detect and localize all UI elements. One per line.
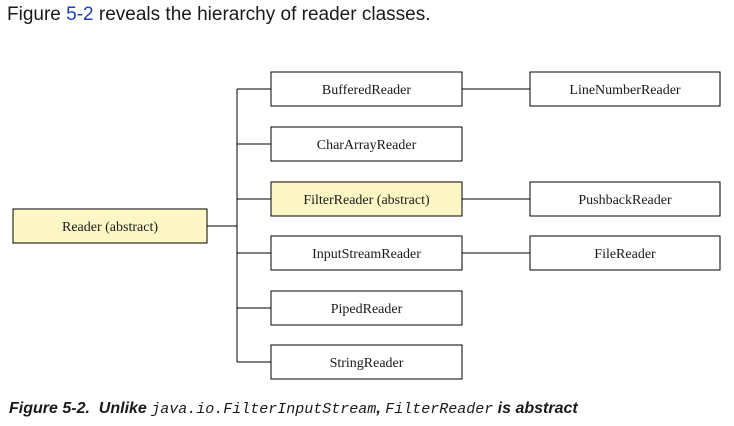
- node-box: [12, 208, 208, 244]
- node-chararrayreader: CharArrayReader: [270, 126, 463, 162]
- node-label: StringReader: [330, 356, 404, 371]
- node-label: FileReader: [594, 247, 656, 262]
- node-linenumberreader: LineNumberReader: [529, 71, 721, 107]
- intro-text-after: reveals the hierarchy of reader classes.: [93, 4, 431, 25]
- caption-text-3: is abstract: [493, 400, 578, 417]
- node-box: [529, 71, 721, 107]
- node-box: [270, 126, 463, 162]
- node-box: [270, 290, 463, 326]
- intro-sentence: Figure 5-2 reveals the hierarchy of read…: [7, 4, 431, 26]
- node-label: CharArrayReader: [317, 138, 417, 153]
- node-box: [270, 344, 463, 380]
- node-box: [529, 181, 721, 217]
- figure-caption: Figure 5-2. Unlike java.io.FilterInputSt…: [9, 400, 578, 418]
- node-inputstreamreader: InputStreamReader: [270, 235, 463, 271]
- node-box: [270, 235, 463, 271]
- intro-text-before: Figure: [7, 4, 67, 25]
- node-label: InputStreamReader: [312, 247, 421, 262]
- node-box: [270, 181, 463, 217]
- node-box: [270, 71, 463, 107]
- node-label: BufferedReader: [322, 83, 411, 98]
- node-pushbackreader: PushbackReader: [529, 181, 721, 217]
- node-box: [529, 235, 721, 271]
- node-filereader: FileReader: [529, 235, 721, 271]
- caption-code-filterreader: FilterReader: [385, 401, 494, 418]
- node-label: PushbackReader: [578, 193, 672, 208]
- caption-text-1: Unlike: [98, 400, 152, 417]
- node-label: Reader (abstract): [62, 220, 158, 235]
- node-filterreader: FilterReader (abstract): [270, 181, 463, 217]
- node-pipedreader: PipedReader: [270, 290, 463, 326]
- node-stringreader: StringReader: [270, 344, 463, 380]
- caption-text-2: ,: [376, 400, 386, 417]
- node-bufferedreader: BufferedReader: [270, 71, 463, 107]
- caption-label: Figure 5-2.: [9, 400, 90, 417]
- node-label: FilterReader (abstract): [303, 193, 430, 208]
- node-label: PipedReader: [331, 302, 403, 317]
- caption-code-filterinputstream: java.io.FilterInputStream: [151, 401, 377, 418]
- connector-lines: [207, 88, 530, 363]
- node-label: LineNumberReader: [569, 83, 681, 98]
- node-reader: Reader (abstract): [12, 208, 208, 244]
- figure-reference-link[interactable]: 5-2: [66, 4, 94, 25]
